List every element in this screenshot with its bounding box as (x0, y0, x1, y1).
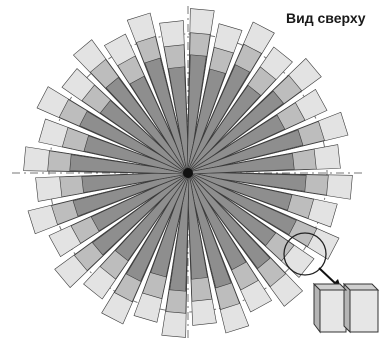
blade (186, 8, 215, 174)
blade (186, 172, 303, 307)
section-front-left (319, 289, 347, 333)
blade (35, 171, 189, 202)
section-front-right (349, 289, 379, 333)
blade (104, 33, 190, 174)
arrow-shaft (318, 267, 337, 285)
blade (187, 58, 322, 175)
blade (101, 172, 190, 325)
blade (186, 21, 275, 174)
blade-assembly (23, 8, 353, 338)
blade (23, 146, 189, 175)
blade (186, 172, 250, 334)
blade (187, 171, 338, 228)
section-side-left (313, 282, 321, 334)
blade (133, 172, 190, 323)
section-top-right (342, 283, 380, 291)
blade (38, 118, 189, 175)
blade (27, 171, 189, 235)
blade (83, 172, 190, 300)
blade-section-icon (312, 282, 380, 334)
blade (187, 171, 315, 278)
section-top-left (312, 283, 348, 291)
section-side-right (343, 282, 351, 334)
blade (73, 39, 190, 174)
blade (187, 111, 349, 175)
center-hub (183, 168, 193, 178)
blade (186, 172, 217, 326)
view-caption: Вид сверху (286, 10, 366, 26)
blade (161, 172, 190, 338)
blade (186, 172, 272, 313)
detail-circle-icon (283, 232, 327, 276)
blade (187, 171, 353, 200)
blade (187, 144, 341, 175)
detail-callout (283, 232, 380, 334)
